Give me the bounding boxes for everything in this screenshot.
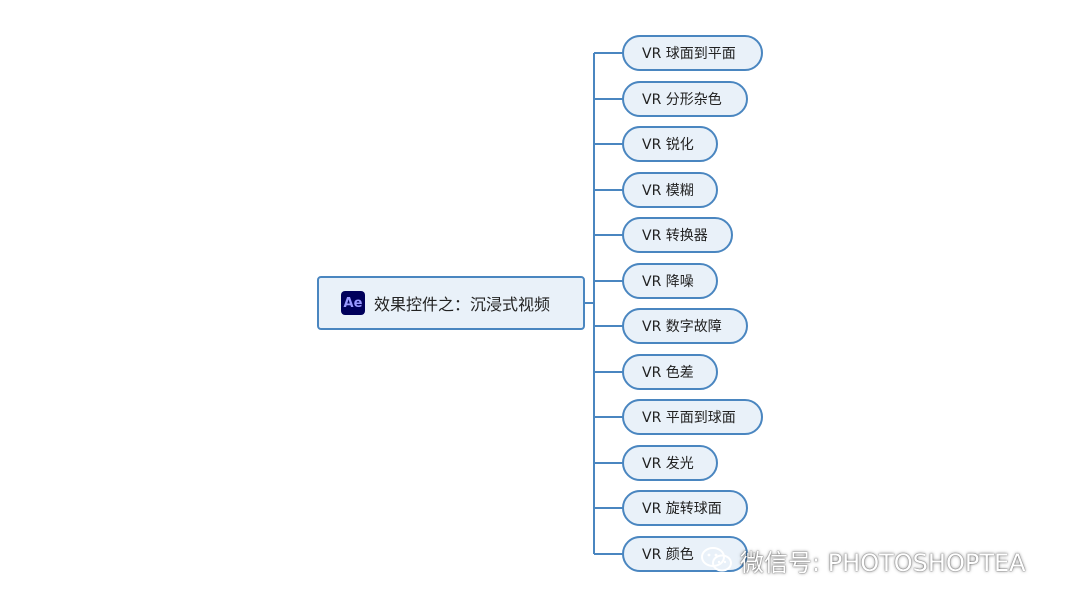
branch-topic[interactable]: VR 颜色: [622, 536, 748, 572]
after-effects-icon: Ae: [341, 291, 365, 315]
branch-topic[interactable]: VR 数字故障: [622, 308, 748, 344]
connector-lines: [585, 52, 623, 555]
root-topic[interactable]: Ae 效果控件之：沉浸式视频: [317, 276, 585, 330]
branch-topic[interactable]: VR 分形杂色: [622, 81, 748, 117]
branch-topic[interactable]: VR 降噪: [622, 263, 718, 299]
branch-topic[interactable]: VR 平面到球面: [622, 399, 763, 435]
branch-topic[interactable]: VR 发光: [622, 445, 718, 481]
branch-topic[interactable]: VR 锐化: [622, 126, 718, 162]
branch-topic[interactable]: VR 模糊: [622, 172, 718, 208]
branch-topic[interactable]: VR 球面到平面: [622, 35, 763, 71]
branch-topic[interactable]: VR 旋转球面: [622, 490, 748, 526]
watermark-text: 微信号: PHOTOSHOPTEA: [740, 548, 1026, 577]
branch-topic[interactable]: VR 色差: [622, 354, 718, 390]
wechat-icon: [701, 547, 732, 572]
root-topic-label: 效果控件之：沉浸式视频: [374, 295, 551, 314]
watermark: 微信号: PHOTOSHOPTEA: [700, 540, 1026, 580]
branch-topic[interactable]: VR 转换器: [622, 217, 733, 253]
